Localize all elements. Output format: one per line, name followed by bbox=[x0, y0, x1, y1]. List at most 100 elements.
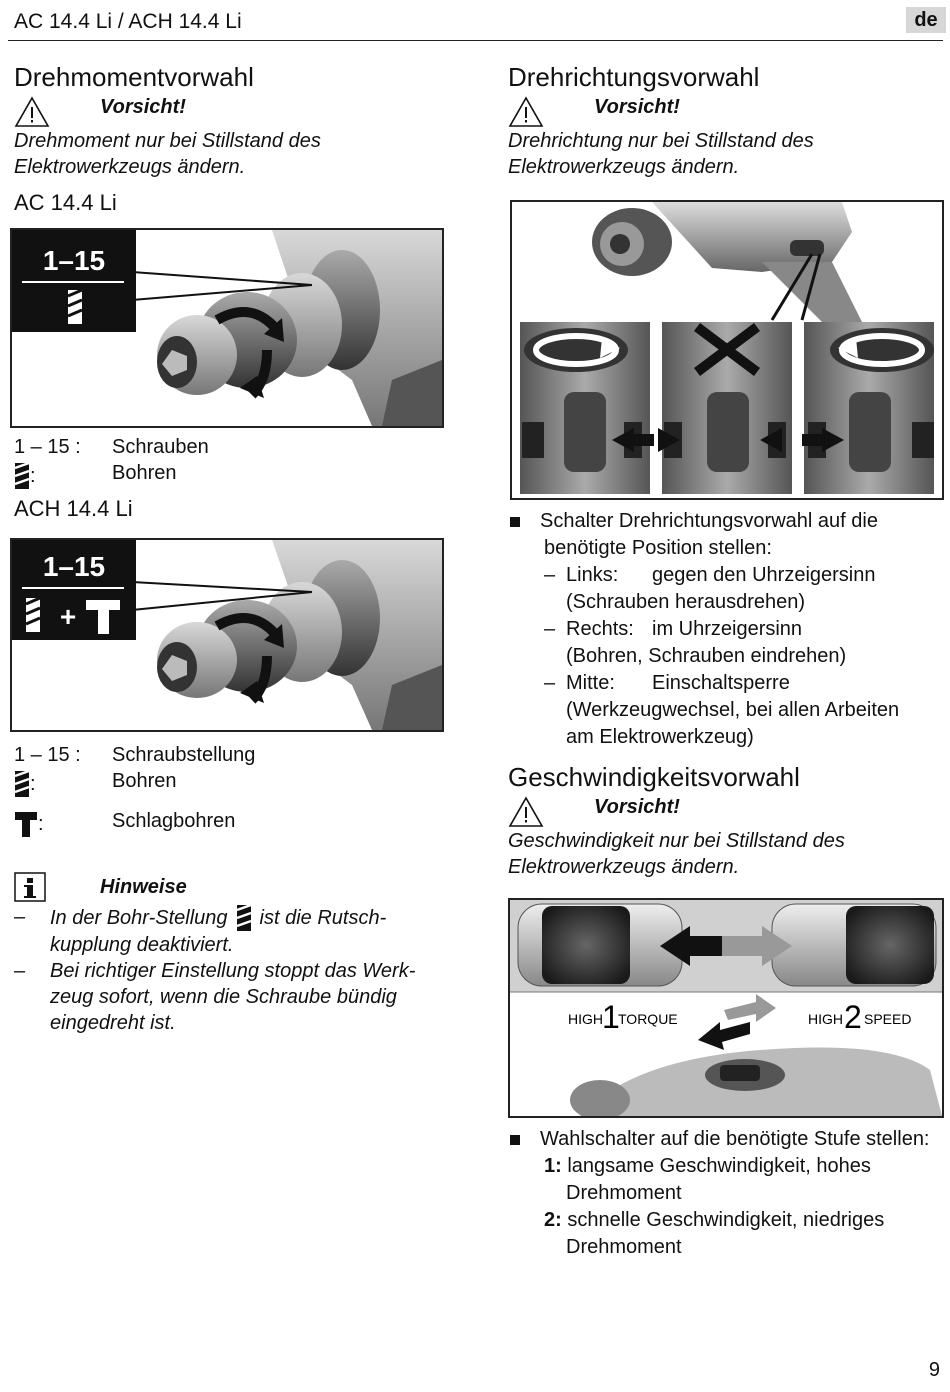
direction-option: –Links:gegen den Uhrzeigersinn (Schraube… bbox=[544, 562, 876, 616]
warning-triangle-icon bbox=[508, 96, 544, 127]
hammer-icon bbox=[15, 812, 37, 837]
warning-text-line: Elektrowerkzeugs ändern. bbox=[508, 156, 740, 178]
section-title-torque: Drehmomentvorwahl bbox=[14, 62, 254, 92]
language-badge: de bbox=[906, 7, 946, 33]
option-value: (Werkzeugwechsel, bei allen Arbeiten bbox=[566, 699, 900, 721]
warning-text-line: Geschwindigkeit nur bei Stillstand des bbox=[508, 830, 845, 852]
header-divider bbox=[8, 40, 943, 41]
note-text: eingedreht ist. bbox=[50, 1012, 176, 1034]
direction-figure bbox=[510, 200, 944, 500]
gear2-number: 2 bbox=[844, 999, 862, 1035]
gear1-high-label: HIGH bbox=[568, 1011, 603, 1027]
option-key: 2: bbox=[544, 1209, 562, 1231]
note-text: In der Bohr-Stellung bbox=[50, 907, 228, 929]
option-value: am Elektrowerkzeug) bbox=[566, 726, 754, 748]
note-text: kupplung deaktiviert. bbox=[50, 934, 234, 956]
warning-speed: Vorsicht! bbox=[508, 796, 680, 827]
notes-header: Hinweise bbox=[14, 872, 187, 902]
warning-label: Vorsicht! bbox=[594, 96, 680, 118]
drill-bit-icon bbox=[236, 904, 251, 931]
speed-option: 1: langsame Geschwindigkeit, hohes Drehm… bbox=[544, 1153, 871, 1207]
note-text: zeug sofort, wenn die Schraube bündig bbox=[50, 986, 397, 1008]
page-number: 9 bbox=[928, 1359, 940, 1381]
legend-key: 1 – 15 : bbox=[14, 436, 81, 458]
direction-switch-illustration bbox=[520, 202, 934, 494]
torque-range-badge: 1–15 bbox=[43, 245, 105, 276]
option-value: langsame Geschwindigkeit, hohes bbox=[567, 1155, 871, 1177]
direction-option: –Rechts:im Uhrzeigersinn (Bohren, Schrau… bbox=[544, 616, 846, 670]
warning-direction: Vorsicht! bbox=[508, 96, 680, 127]
legend-key: : bbox=[14, 462, 112, 490]
model-heading-ac: AC 14.4 Li bbox=[14, 190, 117, 215]
legend-colon: : bbox=[30, 772, 36, 795]
legend-colon: : bbox=[38, 812, 44, 835]
note-item: – Bei richtiger Einstellung stoppt das W… bbox=[14, 958, 415, 1036]
bullet-speed: Wahlschalter auf die benötigte Stufe ste… bbox=[510, 1126, 930, 1153]
legend-value: Schraubstellung bbox=[112, 744, 256, 766]
legend-value: Bohren bbox=[112, 462, 177, 484]
note-dash: – bbox=[14, 960, 26, 982]
plus-sign: + bbox=[60, 601, 76, 632]
bullet-square-icon bbox=[510, 516, 520, 527]
legend-key: 1 – 15 : bbox=[14, 744, 81, 766]
option-value: (Schrauben herausdrehen) bbox=[566, 591, 806, 613]
model-heading-ach: ACH 14.4 Li bbox=[14, 496, 133, 521]
drill-bit-icon bbox=[14, 462, 30, 489]
warning-text-line: Drehmoment nur bei Stillstand des bbox=[14, 130, 321, 152]
info-icon bbox=[14, 872, 46, 902]
legend-row: 1 – 15 : Schrauben bbox=[14, 436, 209, 459]
warning-label: Vorsicht! bbox=[100, 96, 186, 118]
gear2-high-label: HIGH bbox=[808, 1011, 843, 1027]
warning-text: Geschwindigkeit nur bei Stillstand des E… bbox=[508, 828, 845, 880]
drill-bit-icon bbox=[14, 770, 30, 797]
legend-key: : bbox=[14, 810, 112, 838]
legend-row: : Schlagbohren bbox=[14, 810, 235, 838]
option-value: gegen den Uhrzeigersinn bbox=[652, 564, 876, 586]
note-text: ist die Rutsch- bbox=[259, 907, 387, 929]
bullet-direction: Schalter Drehrichtungsvorwahl auf die be… bbox=[510, 508, 878, 562]
note-item: – In der Bohr-Stellung ist die Rutsch- k… bbox=[14, 904, 386, 958]
note-text: Bei richtiger Einstellung stoppt das Wer… bbox=[50, 960, 416, 982]
legend-row: : Bohren bbox=[14, 770, 177, 798]
option-key: Rechts: bbox=[566, 618, 634, 640]
torque-range-badge: 1–15 bbox=[43, 551, 105, 582]
bullet-text: Wahlschalter auf die benötigte Stufe ste… bbox=[540, 1128, 930, 1150]
gear1-number: 1 bbox=[602, 999, 620, 1035]
notes-title: Hinweise bbox=[100, 875, 187, 898]
option-key: Links: bbox=[566, 564, 619, 586]
gear-switch-illustration: HIGH 1 TORQUE HIGH 2 SPEED bbox=[510, 900, 942, 1116]
warning-text: Drehmoment nur bei Stillstand des Elektr… bbox=[14, 128, 321, 180]
bullet-square-icon bbox=[510, 1134, 520, 1145]
bullet-text: Schalter Drehrichtungsvorwahl auf die bbox=[540, 510, 878, 532]
option-key: Mitte: bbox=[566, 672, 615, 694]
torque-figure-ac: 1–15 bbox=[10, 228, 444, 428]
warning-text-line: Elektrowerkzeugs ändern. bbox=[14, 156, 246, 178]
legend-colon: : bbox=[30, 464, 36, 487]
gear1-word-label: TORQUE bbox=[618, 1011, 678, 1027]
warning-text-line: Drehrichtung nur bei Stillstand des bbox=[508, 130, 814, 152]
warning-text: Drehrichtung nur bei Stillstand des Elek… bbox=[508, 128, 814, 180]
warning-triangle-icon bbox=[14, 96, 50, 127]
legend-value: Schlagbohren bbox=[112, 810, 236, 832]
note-dash: – bbox=[14, 906, 26, 928]
legend-row: 1 – 15 : Schraubstellung bbox=[14, 744, 255, 767]
speed-option: 2: schnelle Geschwindigkeit, niedriges D… bbox=[544, 1207, 884, 1261]
option-value: im Uhrzeigersinn bbox=[652, 618, 803, 640]
warning-torque: Vorsicht! bbox=[14, 96, 186, 127]
section-title-direction: Drehrichtungsvorwahl bbox=[508, 62, 760, 92]
legend-key: : bbox=[14, 770, 112, 798]
warning-text-line: Elektrowerkzeugs ändern. bbox=[508, 856, 740, 878]
warning-triangle-icon bbox=[508, 796, 544, 827]
running-header: AC 14.4 Li / ACH 14.4 Li bbox=[14, 10, 242, 33]
option-value: Drehmoment bbox=[566, 1182, 682, 1204]
option-value: (Bohren, Schrauben eindrehen) bbox=[566, 645, 847, 667]
legend-row: : Bohren bbox=[14, 462, 177, 490]
bullet-text: benötigte Position stellen: bbox=[544, 537, 772, 559]
drill-chuck-illustration: 1–15 bbox=[12, 230, 442, 426]
option-key: 1: bbox=[544, 1155, 562, 1177]
speed-figure: HIGH 1 TORQUE HIGH 2 SPEED bbox=[508, 898, 944, 1118]
warning-label: Vorsicht! bbox=[594, 796, 680, 818]
drill-chuck-illustration: + 1–15 bbox=[12, 540, 442, 730]
direction-option: –Mitte:Einschaltsperre (Werkzeugwechsel,… bbox=[544, 670, 899, 751]
legend-value: Bohren bbox=[112, 770, 177, 792]
